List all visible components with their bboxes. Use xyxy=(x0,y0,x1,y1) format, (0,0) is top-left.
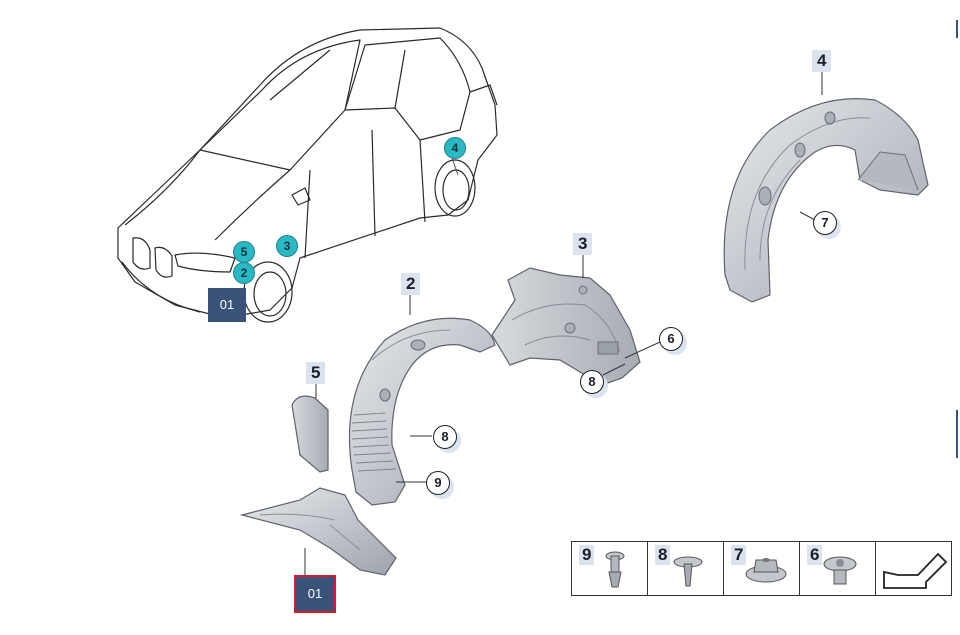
marker-2: 2 xyxy=(233,262,255,284)
arrow-icon xyxy=(883,552,948,589)
legend-number: 6 xyxy=(807,545,823,565)
marker-3: 3 xyxy=(276,235,298,257)
label-part-7: 7 xyxy=(813,211,837,235)
marker-5: 5 xyxy=(233,241,255,263)
label-part-9: 9 xyxy=(426,471,450,495)
label-part-8-front: 8 xyxy=(433,425,457,449)
label-part-4: 4 xyxy=(812,50,832,72)
legend-cell-6[interactable]: 6 xyxy=(800,542,876,595)
legend-number: 7 xyxy=(731,545,747,565)
car-outline-icon xyxy=(117,27,498,323)
legend-cell-8[interactable]: 8 xyxy=(648,542,724,595)
label-part-3: 3 xyxy=(573,233,593,255)
underbody-trim-icon xyxy=(239,487,397,577)
edge-marker xyxy=(956,410,958,458)
label-part-2: 2 xyxy=(401,273,421,295)
wheel-arch-liner-icon xyxy=(491,253,661,386)
part-01-ref-box[interactable]: 01 xyxy=(294,575,336,613)
car-ref-box[interactable]: 01 xyxy=(208,288,246,322)
fastener-legend: 9 8 7 6 xyxy=(571,541,952,596)
label-part-6: 6 xyxy=(659,327,683,351)
label-part-5: 5 xyxy=(306,362,326,384)
cover-flap-icon xyxy=(291,382,329,473)
legend-cell-9[interactable]: 9 xyxy=(572,542,648,595)
legend-cell-arrow[interactable] xyxy=(876,542,951,595)
label-part-8-rear: 8 xyxy=(580,370,604,394)
wheel-arch-liner-icon xyxy=(348,290,496,506)
nut-icon xyxy=(745,558,787,583)
edge-marker xyxy=(956,20,958,38)
clip-icon xyxy=(673,556,703,587)
wheel-arch-liner-icon xyxy=(723,72,929,303)
legend-number: 9 xyxy=(579,545,595,565)
legend-number: 8 xyxy=(655,545,671,565)
legend-cell-7[interactable]: 7 xyxy=(724,542,800,595)
marker-4: 4 xyxy=(444,137,466,159)
nut-icon xyxy=(823,556,857,585)
clip-icon xyxy=(605,551,625,588)
